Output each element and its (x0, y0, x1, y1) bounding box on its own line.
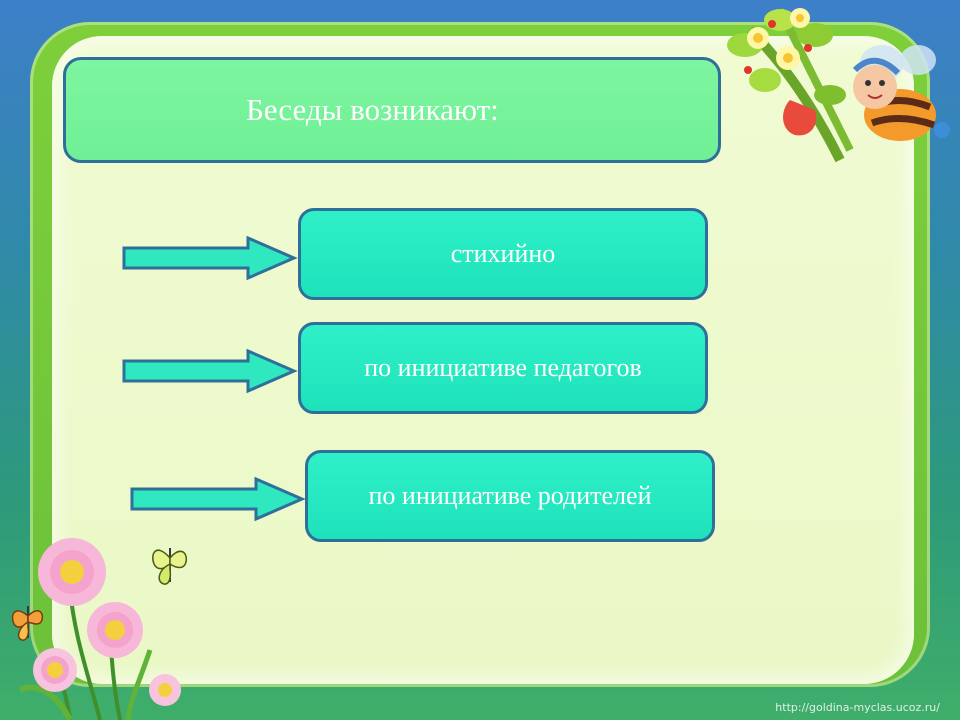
item-label: стихийно (450, 239, 556, 268)
item-label: по инициативе педагогов (364, 353, 642, 382)
item-label: по инициативе родителей (368, 481, 652, 510)
title-box: Беседы возникают: (63, 57, 721, 163)
butterfly-icon (152, 548, 188, 585)
item-box-teachers: по инициативе педагогов (298, 322, 708, 414)
flower-bouquet-icon (727, 8, 854, 163)
daisy-flowers-icon (18, 538, 181, 720)
arrow-right-icon (122, 349, 298, 393)
watermark-url: http://goldina-myclas.ucoz.ru/ (775, 701, 940, 714)
item-box-parents: по инициативе родителей (305, 450, 715, 542)
item-box-spontaneous: стихийно (298, 208, 708, 300)
title-text: Беседы возникают: (246, 92, 499, 127)
bee-character-icon (852, 45, 950, 141)
arrow-right-icon (122, 236, 298, 280)
butterfly-icon (11, 606, 44, 641)
arrow-right-icon (130, 477, 306, 521)
